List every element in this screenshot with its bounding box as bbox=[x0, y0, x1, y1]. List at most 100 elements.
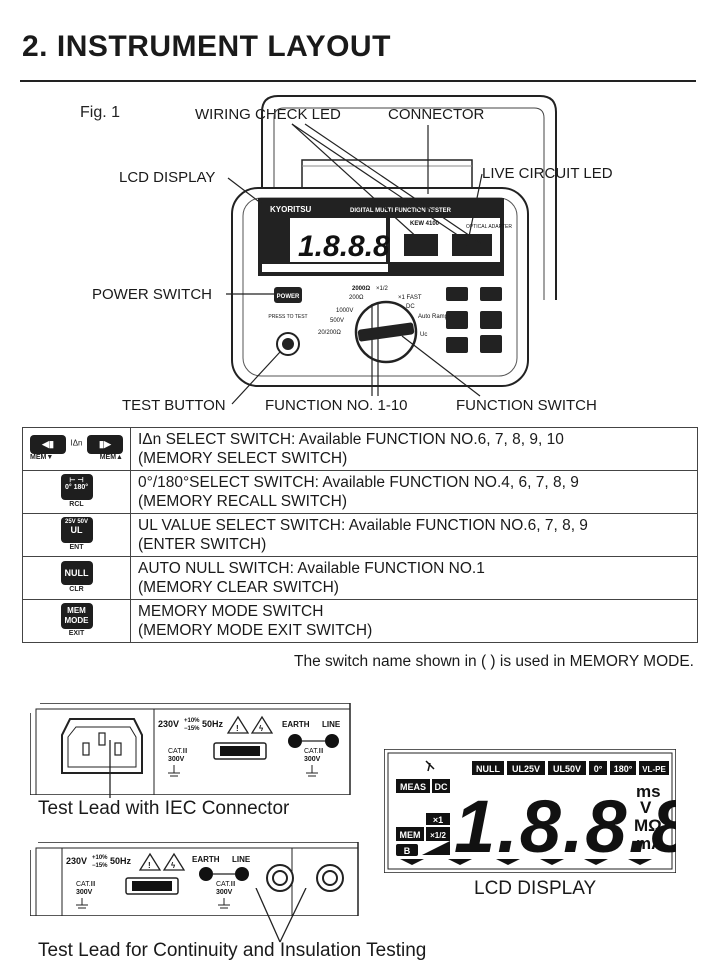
line-terminal bbox=[325, 734, 339, 748]
high-voltage-icon bbox=[162, 852, 186, 871]
table-row: MEM MODE EXIT MEMORY MODE SWITCH (MEMORY… bbox=[22, 599, 698, 643]
connector-strap bbox=[301, 159, 473, 189]
lcd-unit-v: V bbox=[640, 798, 652, 817]
lcd-ul50-segment: UL50V bbox=[553, 764, 581, 774]
lcd-battery-icon: B bbox=[404, 846, 411, 856]
icon-cell: ◀▮ IΔn ▮▶ MEM▼ MEM▲ bbox=[22, 427, 131, 471]
lcd-vlpe-segment: VL-PE bbox=[642, 765, 666, 774]
lcd-unit-ms: ms bbox=[636, 782, 661, 801]
svg-text:!: ! bbox=[148, 861, 151, 870]
memory-mode-note: The switch name shown in ( ) is used in … bbox=[294, 653, 694, 670]
lcd-diagram: NULL UL25V UL50V 0° 180° VL-PE MEAS DC ×… bbox=[384, 749, 676, 873]
iec-voltage: 230V bbox=[158, 719, 179, 729]
continuity-panel: 230V +10% −15% 50Hz ! ϟ EARTH LINE CAT.Ⅲ… bbox=[30, 842, 359, 916]
line-terminal bbox=[235, 867, 249, 881]
lcd-bottom-arrows bbox=[400, 859, 652, 865]
svg-text:300V: 300V bbox=[304, 756, 321, 763]
svg-text:CAT.Ⅲ: CAT.Ⅲ bbox=[76, 881, 96, 888]
svg-text:ϟ: ϟ bbox=[259, 724, 264, 733]
svg-text:CAT.Ⅲ: CAT.Ⅲ bbox=[216, 881, 236, 888]
iec-frequency: 50Hz bbox=[202, 719, 224, 729]
rotary-label-2000: 2000Ω bbox=[352, 286, 370, 292]
iec-caption: Test Lead with IEC Connector bbox=[38, 798, 290, 819]
iec-socket bbox=[61, 718, 143, 774]
instrument-drawing: KYORITSU DIGITAL MULTI FUNCTION TESTER 1… bbox=[226, 95, 557, 405]
table-row: ◀▮ IΔn ▮▶ MEM▼ MEM▲ IΔn SELECT SWITCH: A… bbox=[22, 427, 698, 471]
iec-line-label: LINE bbox=[322, 720, 341, 729]
icon-cell: ⊢ ⊣ 0° 180° RCL bbox=[22, 470, 131, 514]
press-to-test-text: PRESS TO TEST bbox=[268, 314, 307, 320]
model-title-text: DIGITAL MULTI FUNCTION TESTER bbox=[350, 208, 452, 214]
rotary-label-1000v: 1000V bbox=[336, 308, 353, 314]
table-row: ⊢ ⊣ 0° 180° RCL 0°/180°SELECT SWITCH: Av… bbox=[22, 470, 698, 514]
iec-callout-line bbox=[109, 740, 111, 798]
switch-description: IΔn SELECT SWITCH: Available FUNCTION NO… bbox=[130, 427, 698, 471]
mem-mode-icon: MEM MODE EXIT bbox=[60, 602, 93, 637]
continuity-caption: Test Lead for Continuity and Insulation … bbox=[38, 940, 427, 961]
icon-cell: MEM MODE EXIT bbox=[22, 599, 131, 643]
rotary-label-20-200: 20/200Ω bbox=[318, 330, 341, 336]
lcd-main-digits: 1.8.8.8 bbox=[454, 785, 676, 868]
earth-terminal bbox=[199, 867, 213, 881]
lcd-top-segments: NULL UL25V UL50V 0° 180° VL-PE bbox=[472, 761, 669, 775]
callout-wiring-check-led: WIRING CHECK LED bbox=[195, 106, 341, 123]
power-button-label: POWER bbox=[277, 294, 300, 300]
figure-label: Fig. 1 bbox=[80, 104, 121, 121]
rotary-label-dc: DC bbox=[406, 304, 415, 310]
svg-text:!: ! bbox=[236, 724, 239, 733]
lcd-ul25-segment: UL25V bbox=[512, 764, 540, 774]
warning-icon bbox=[226, 715, 250, 734]
svg-text:300V: 300V bbox=[216, 889, 233, 896]
icon-cell: NULL CLR bbox=[22, 556, 131, 600]
svg-text:300V: 300V bbox=[168, 756, 185, 763]
callout-connector: CONNECTOR bbox=[388, 106, 485, 123]
idn-select-icon: ◀▮ IΔn ▮▶ MEM▼ MEM▲ bbox=[30, 434, 123, 461]
callout-function-no: FUNCTION NO. 1-10 bbox=[265, 397, 408, 414]
svg-text:LINE: LINE bbox=[232, 855, 251, 864]
svg-text:ϟ: ϟ bbox=[171, 861, 176, 870]
earth-terminal bbox=[288, 734, 302, 748]
callout-function-switch: FUNCTION SWITCH bbox=[456, 397, 597, 414]
lcd-unit-ma: mA bbox=[636, 834, 663, 853]
lcd-mem-segment: MEM bbox=[400, 830, 421, 840]
lcd-null-segment: NULL bbox=[476, 764, 500, 774]
switch-description: MEMORY MODE SWITCH (MEMORY MODE EXIT SWI… bbox=[130, 599, 698, 643]
switch-table: ◀▮ IΔn ▮▶ MEM▼ MEM▲ IΔn SELECT SWITCH: A… bbox=[22, 427, 698, 643]
callout-test-button: TEST BUTTON bbox=[122, 397, 226, 414]
null-icon: NULL CLR bbox=[60, 560, 93, 593]
lcd-0-segment: 0° bbox=[594, 764, 603, 774]
svg-text:50Hz: 50Hz bbox=[110, 856, 132, 866]
device-key-right bbox=[480, 287, 502, 301]
switch-description: 0°/180°SELECT SWITCH: Available FUNCTION… bbox=[130, 470, 698, 514]
table-row: 25V 50V UL ENT UL VALUE SELECT SWITCH: A… bbox=[22, 513, 698, 557]
svg-text:CAT.Ⅲ: CAT.Ⅲ bbox=[304, 748, 324, 755]
device-lcd-digits: 1.8.8.8 bbox=[298, 230, 390, 263]
brand-text: KYORITSU bbox=[270, 205, 312, 214]
rotary-label-half: ×1/2 bbox=[376, 286, 389, 292]
lcd-180-segment: 180° bbox=[614, 764, 633, 774]
callout-live-circuit-led: LIVE CIRCUIT LED bbox=[482, 165, 613, 182]
rotary-label-x1: ×1 FAST bbox=[398, 295, 422, 301]
svg-text:+10%: +10% bbox=[184, 718, 200, 724]
iec-connector-panel: 230V +10% −15% 50Hz ! ϟ EARTH LINE CAT.Ⅲ… bbox=[30, 703, 351, 795]
ul-select-icon: 25V 50V UL ENT bbox=[60, 516, 93, 551]
device-key-left bbox=[446, 287, 468, 301]
warning-icon bbox=[138, 852, 162, 871]
device-key-null bbox=[446, 337, 468, 353]
lcd-ramp-icon bbox=[422, 841, 450, 855]
mem-down-key: ◀▮ bbox=[30, 435, 67, 454]
icon-cell: 25V 50V UL ENT bbox=[22, 513, 131, 557]
svg-text:+10%: +10% bbox=[92, 855, 108, 861]
instrument-lid bbox=[261, 95, 557, 300]
lcd-probe-icon bbox=[425, 760, 435, 772]
svg-text:230V: 230V bbox=[66, 856, 87, 866]
power-button bbox=[274, 287, 302, 303]
model-text: KEW 4100 bbox=[410, 221, 440, 227]
high-voltage-icon bbox=[250, 715, 274, 734]
rotary-label-auto-ramp: Auto Ramp bbox=[418, 314, 449, 320]
svg-text:300V: 300V bbox=[76, 889, 93, 896]
device-key-mem bbox=[480, 335, 502, 353]
callout-lcd-display: LCD DISPLAY bbox=[119, 169, 216, 186]
lcd-meas-segment: MEAS bbox=[400, 782, 426, 792]
title-divider bbox=[20, 80, 696, 82]
